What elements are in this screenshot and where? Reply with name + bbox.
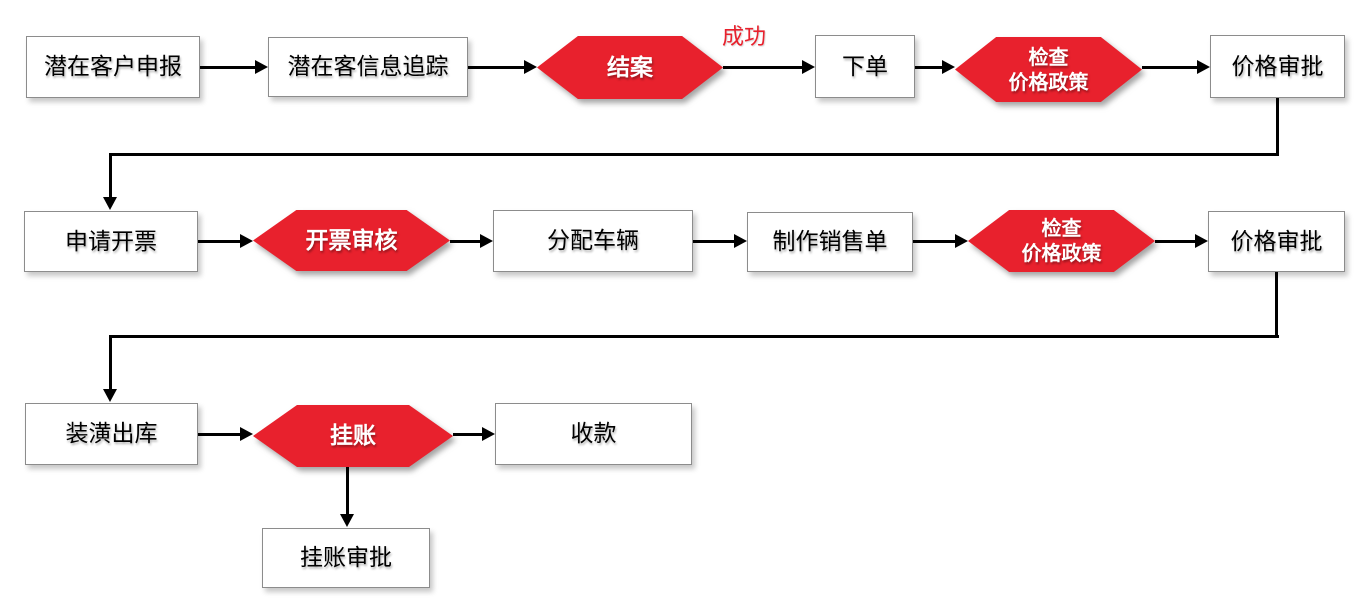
arrow-check-price-2-to-price-approval-2	[1155, 233, 1208, 248]
decision-hexagon: 挂账	[253, 405, 453, 467]
node-label-line2: 价格政策	[1008, 69, 1089, 94]
decision-hexagon: 检查 价格政策	[968, 210, 1155, 272]
node-credit-approval: 挂账审批	[262, 528, 430, 588]
arrow-credit-hold-to-receive-payment	[453, 426, 495, 441]
node-price-approval-2: 价格审批	[1208, 211, 1345, 272]
node-label: 挂账审批	[300, 545, 392, 571]
node-decoration-outbound: 装潢出库	[25, 403, 198, 465]
connector-price-approval-1-left	[109, 153, 1279, 156]
node-lead-tracking: 潜在客信息追踪	[268, 37, 468, 97]
node-label: 价格审批	[1230, 228, 1323, 255]
node-label: 结案	[607, 54, 653, 81]
decision-hexagon: 开票审核	[253, 210, 450, 271]
node-request-invoice: 申请开票	[24, 211, 198, 272]
node-check-price-policy-2: 检查 价格政策	[968, 210, 1155, 272]
node-credit-hold: 挂账	[253, 405, 453, 467]
node-label-line2: 价格政策	[1021, 241, 1102, 265]
node-label: 收款	[570, 421, 617, 447]
node-label: 下单	[842, 53, 888, 80]
arrow-make-sales-order-to-check-price-2	[913, 233, 968, 248]
arrow-credit-hold-to-credit-approval	[339, 467, 354, 527]
node-close-case: 结案	[537, 36, 723, 99]
node-assign-vehicle: 分配车辆	[493, 210, 693, 272]
node-label: 装潢出库	[65, 421, 158, 447]
node-lead-report: 潜在客户申报	[26, 36, 200, 98]
arrow-request-invoice-to-invoice-review	[198, 233, 253, 248]
node-label: 挂账	[330, 423, 376, 449]
node-price-approval-1: 价格审批	[1210, 35, 1345, 98]
node-label: 分配车辆	[547, 228, 639, 254]
arrow-assign-vehicle-to-make-sales-order	[693, 233, 747, 248]
arrow-check-price-1-to-price-approval	[1142, 59, 1210, 74]
arrow-invoice-review-to-assign-vehicle	[450, 233, 493, 248]
arrow-lead-tracking-to-close-case	[468, 59, 537, 74]
edge-label-success: 成功	[722, 25, 767, 50]
node-label-line1: 检查	[1028, 44, 1069, 69]
arrow-place-order-to-check-price-1	[915, 59, 955, 74]
arrow-decoration-outbound-to-credit-hold	[198, 426, 253, 441]
connector-price-approval-2-left	[109, 335, 1279, 338]
node-label-line1: 检查	[1041, 216, 1082, 240]
node-invoice-review: 开票审核	[253, 210, 450, 271]
connector-price-approval-2-down	[1275, 272, 1278, 338]
arrow-into-request-invoice	[103, 153, 117, 210]
arrow-lead-report-to-lead-tracking	[200, 59, 268, 74]
decision-hexagon: 检查 价格政策	[955, 37, 1142, 102]
node-label: 价格审批	[1231, 53, 1324, 80]
node-label: 申请开票	[65, 228, 157, 255]
node-label: 开票审核	[305, 227, 398, 254]
arrow-close-case-to-place-order	[723, 59, 815, 74]
node-make-sales-order: 制作销售单	[747, 212, 913, 272]
node-place-order: 下单	[815, 35, 915, 98]
node-receive-payment: 收款	[495, 403, 692, 465]
decision-hexagon: 结案	[537, 36, 723, 99]
node-label: 制作销售单	[772, 229, 888, 255]
node-check-price-policy-1: 检查 价格政策	[955, 37, 1142, 102]
node-label: 潜在客信息追踪	[287, 54, 449, 80]
connector-price-approval-1-down	[1276, 98, 1279, 156]
node-label: 潜在客户申报	[44, 54, 182, 80]
arrow-into-decoration-outbound	[103, 335, 117, 402]
